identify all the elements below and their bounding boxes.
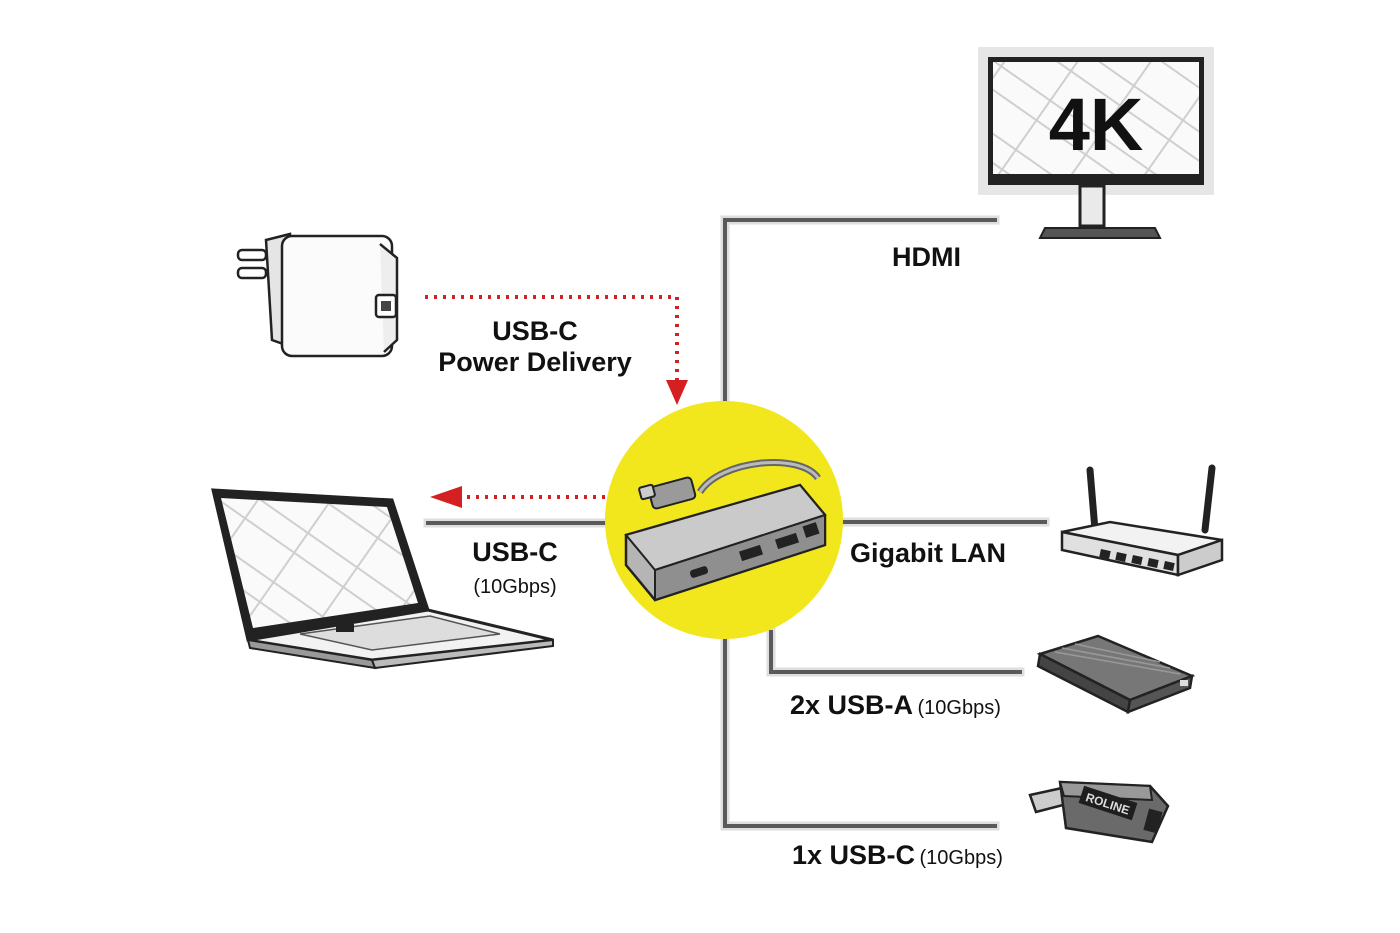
laptop-connection-main: USB-C <box>472 537 558 567</box>
power-adapter-device <box>236 232 399 358</box>
hub <box>605 401 843 639</box>
router-device <box>1060 464 1224 577</box>
usba-port-line <box>769 630 1022 674</box>
usbc-port-label: 1x USB-C (10Gbps) <box>792 840 1003 871</box>
hdmi-line <box>723 218 997 402</box>
laptop-device <box>211 488 554 670</box>
hdmi-label: HDMI <box>892 242 961 272</box>
power-delivery-line2: Power Delivery <box>438 347 632 377</box>
power-delivery-line1: USB-C <box>492 316 578 346</box>
monitor-4k-badge: 4K <box>1049 83 1144 166</box>
usbc-port-main: 1x USB-C <box>792 840 916 870</box>
gigabit-lan-label: Gigabit LAN <box>850 538 1006 568</box>
usbc-adapter-device: ROLINE <box>1028 780 1170 844</box>
usbc-port-speed: (10Gbps) <box>919 847 1003 869</box>
hard-drive-device <box>1036 634 1196 714</box>
usba-port-speed: (10Gbps) <box>917 697 1001 719</box>
power-arrowhead <box>666 380 688 405</box>
laptop-arrowhead <box>430 486 462 508</box>
monitor-device: 4K <box>978 47 1214 239</box>
usbc-port-line <box>723 638 997 828</box>
power-delivery-arrow <box>425 295 679 380</box>
laptop-connection-speed: (10Gbps) <box>473 576 557 598</box>
usba-port-label: 2x USB-A (10Gbps) <box>790 690 1001 721</box>
usba-port-main: 2x USB-A <box>790 690 914 720</box>
power-delivery-label: USB-C Power Delivery <box>420 316 650 378</box>
connection-lines <box>423 215 1050 831</box>
laptop-connection-label: USB-C (10Gbps) <box>440 537 590 599</box>
